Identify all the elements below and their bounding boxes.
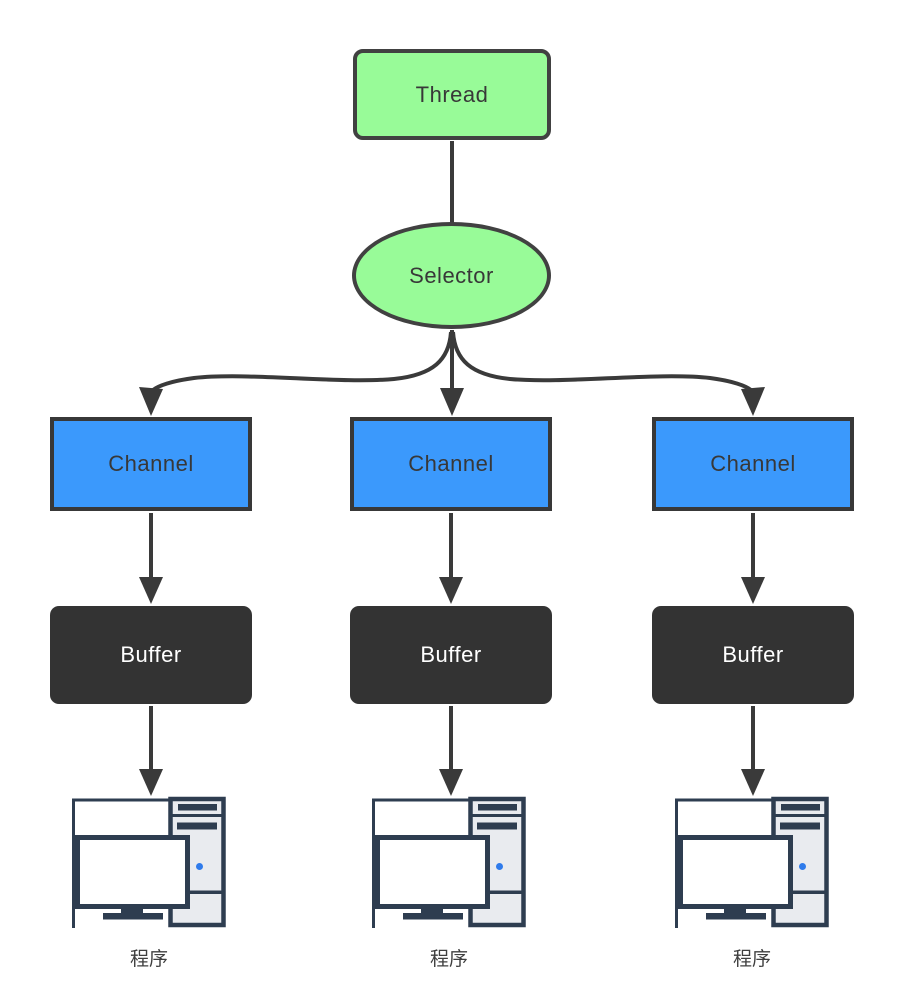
computer-icon xyxy=(371,796,527,930)
node-buffer-right: Buffer xyxy=(652,606,854,704)
arrowhead-icon xyxy=(439,577,463,604)
arrowhead-icon xyxy=(139,577,163,604)
edge-selector-channel-right xyxy=(451,331,753,392)
node-buffer-label: Buffer xyxy=(420,642,482,667)
arrowhead-icon xyxy=(139,387,163,416)
computer-icon xyxy=(71,796,227,930)
node-selector: Selector xyxy=(352,222,551,329)
node-thread-label: Thread xyxy=(415,81,489,107)
node-channel-left: Channel xyxy=(50,417,252,511)
node-channel-label: Channel xyxy=(408,451,494,476)
program-label-right: 程序 xyxy=(732,949,771,970)
arrowhead-icon xyxy=(741,769,765,796)
arrowhead-icon xyxy=(440,388,464,416)
node-buffer-left: Buffer xyxy=(50,606,252,704)
arrowhead-icon xyxy=(741,387,765,416)
program-label-left: 程序 xyxy=(129,949,168,970)
node-buffer-label: Buffer xyxy=(120,642,182,667)
node-channel-middle: Channel xyxy=(350,417,552,511)
node-channel-right: Channel xyxy=(652,417,854,511)
node-buffer-middle: Buffer xyxy=(350,606,552,704)
node-selector-label: Selector xyxy=(409,262,494,288)
node-channel-label: Channel xyxy=(710,451,796,476)
node-channel-label: Channel xyxy=(108,451,194,476)
arrowhead-icon xyxy=(741,577,765,604)
computer-icon xyxy=(674,796,830,930)
arrowhead-icon xyxy=(439,769,463,796)
node-thread: Thread xyxy=(353,49,551,140)
edge-selector-channel-left xyxy=(151,331,453,392)
program-label-middle: 程序 xyxy=(429,949,468,970)
arrowhead-icon xyxy=(139,769,163,796)
node-buffer-label: Buffer xyxy=(722,642,784,667)
